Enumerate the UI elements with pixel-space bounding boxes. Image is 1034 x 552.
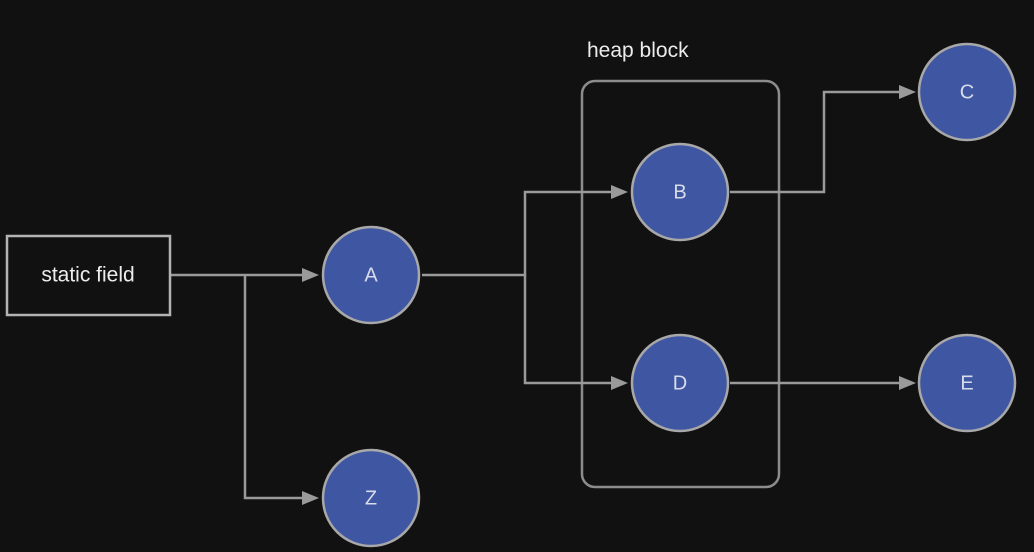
node-d-circle [630,333,730,433]
node-a-circle [321,225,421,325]
edge-b-to-c [730,90,902,194]
arrowhead-d [611,376,628,390]
arrowhead-b [611,185,628,199]
node-z-circle [321,448,421,548]
edges [170,85,916,505]
node-e: E [917,333,1017,433]
edge-a-to-b [422,190,614,277]
static-field-box [5,234,172,317]
edge-static-field-to-z [243,275,305,500]
arrowhead-e [899,376,916,390]
node-c-circle [917,42,1017,142]
node-a: A [321,225,421,325]
heap-block-frame [580,79,781,489]
static-field-label: static field [41,264,134,287]
node-b: B [630,142,730,242]
node-c-label: C [960,81,974,103]
arrowhead-z [302,491,319,505]
node-e-circle [917,333,1017,433]
arrowhead-c [899,85,916,99]
node-d-label: D [673,372,687,394]
node-e-label: E [960,372,973,394]
heap-block-label: heap block [587,39,689,62]
edge-a-to-d [523,275,614,385]
node-d: D [630,333,730,433]
arrowhead-a [302,268,319,282]
heap-block-group: heap block [580,39,781,489]
node-z: Z [321,448,421,548]
node-a-label: A [364,264,378,286]
node-b-circle [630,142,730,242]
static-field-node: static field [5,234,172,317]
node-b-label: B [673,181,686,203]
node-z-label: Z [365,487,377,509]
node-c: C [917,42,1017,142]
